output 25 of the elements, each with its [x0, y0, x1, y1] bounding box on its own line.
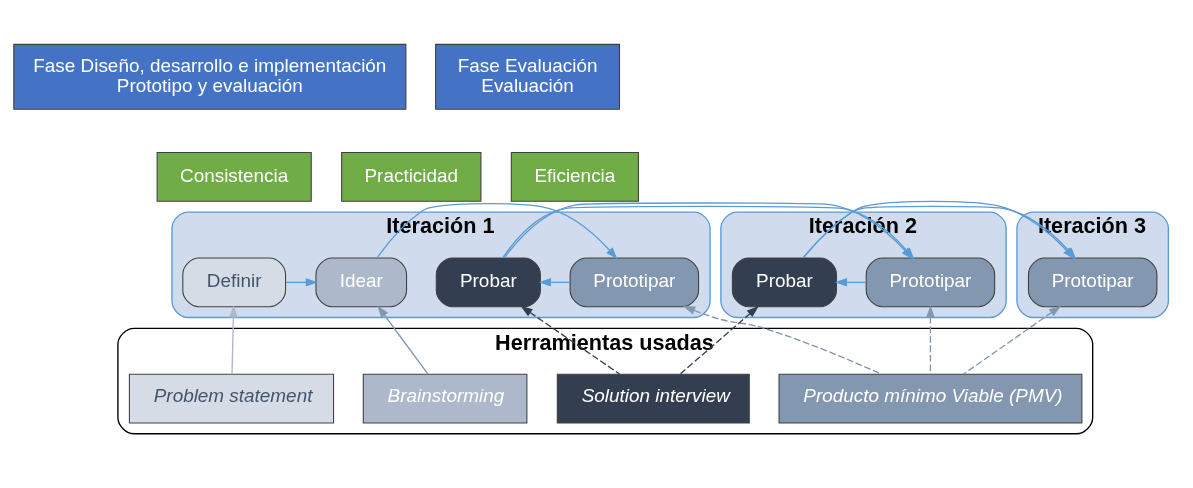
arrow — [962, 305, 1062, 375]
node-box: Practicidad — [341, 151, 482, 202]
arrow — [679, 305, 759, 375]
node-box: Idear — [315, 256, 408, 307]
arrow — [834, 277, 867, 287]
node-box: Probar — [731, 256, 837, 307]
node-box: Probar — [435, 256, 541, 307]
node-box: Brainstorming — [362, 373, 528, 423]
node-box: Fase Evaluación Evaluación — [435, 43, 620, 110]
node-box: Prototipar — [865, 256, 996, 307]
arrow — [285, 277, 318, 287]
node-box: Fase Diseño, desarrollo e implementación Prototipo y evaluación — [13, 43, 407, 110]
node-box: Problem statement — [128, 373, 335, 423]
node-box: Consistencia — [156, 151, 312, 202]
node-box: Producto mínimo Viable (PMV) — [778, 373, 1083, 423]
node-box: Solution interview — [556, 373, 750, 423]
arrow — [376, 202, 618, 259]
arrow — [538, 277, 571, 287]
node-box: Eficiencia — [510, 151, 639, 202]
node-box: Prototipar — [1027, 256, 1158, 307]
node-box: Prototipar — [569, 256, 700, 307]
arrow — [520, 305, 621, 375]
node-box: Definir — [182, 256, 287, 307]
arrow — [229, 304, 238, 375]
arrow — [377, 305, 429, 375]
